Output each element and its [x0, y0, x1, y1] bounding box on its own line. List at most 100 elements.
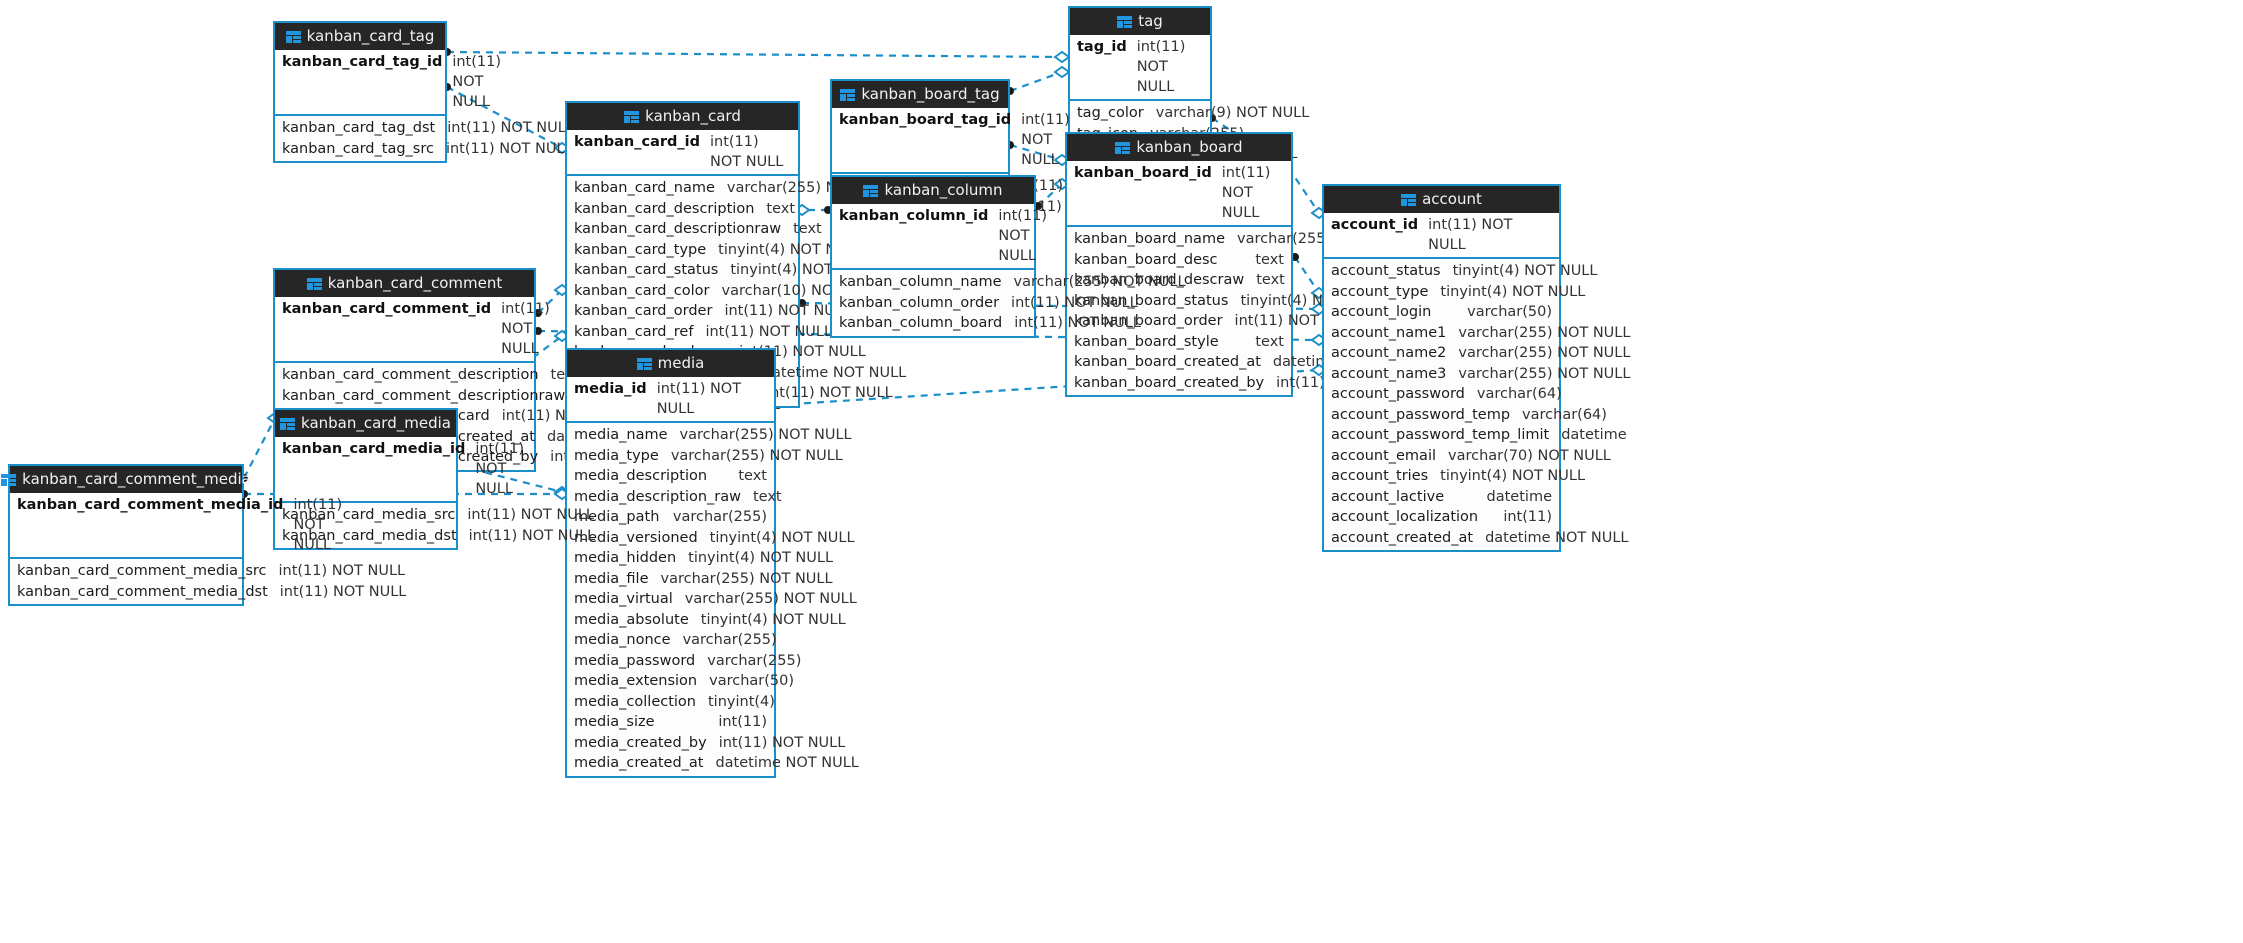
table-header: media — [567, 350, 774, 377]
table-row[interactable]: kanban_card_type tinyint(4) NOT NULL — [567, 240, 863, 261]
field-name: kanban_column_id — [839, 208, 989, 224]
field-name: kanban_card_media_id — [282, 441, 466, 457]
field-type: varchar(50) — [1467, 304, 1552, 320]
table-name: tag — [1138, 12, 1163, 30]
table-header: kanban_card_comment — [275, 270, 534, 297]
field-type: varchar(255) — [672, 509, 767, 525]
table-row[interactable]: account_password_temp_limit datetime — [1324, 425, 1627, 446]
field-name: account_status — [1331, 263, 1441, 279]
field-name: media_id — [574, 381, 647, 397]
field-type: tinyint(4) NOT NULL — [718, 241, 864, 258]
field-type: int(11) NOT NULL — [279, 583, 407, 600]
field-name: media_size — [574, 714, 655, 730]
field-name: media_type — [574, 447, 659, 464]
table-header: kanban_card_media — [275, 410, 456, 437]
field-name: account_password_temp_limit — [1331, 427, 1550, 443]
field-type: int(11) NOT NULL — [501, 301, 550, 357]
field-type: datetime — [1561, 427, 1627, 443]
table-icon — [1115, 141, 1131, 154]
field-type: varchar(64) — [1476, 386, 1562, 402]
field-name: kanban_card_type — [574, 241, 707, 258]
field-name: account_name1 — [1331, 324, 1447, 341]
field-type: int(11) NOT NULL — [1014, 315, 1141, 331]
field-name: account_created_at — [1331, 529, 1474, 546]
field-type: tinyint(4) NOT NULL — [1440, 468, 1586, 484]
field-name: media_nonce — [574, 632, 671, 648]
